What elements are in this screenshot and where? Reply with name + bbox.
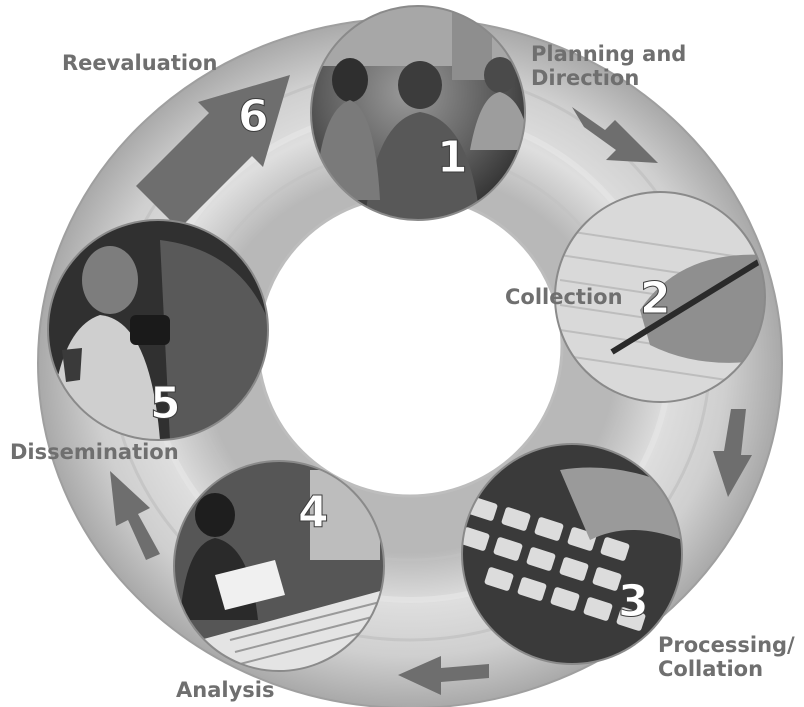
stage-4-photo — [173, 460, 385, 672]
label-processing-line2: Collation — [658, 657, 764, 681]
stage-number-2: 2 — [640, 273, 671, 324]
label-dissemination-text: Dissemination — [10, 440, 179, 464]
arrow-4-to-5 — [110, 471, 160, 560]
arrow-2-to-3 — [713, 409, 752, 497]
stage-number-5: 5 — [150, 378, 181, 429]
label-analysis: Analysis — [176, 678, 274, 702]
label-processing-collation: Processing/ Collation — [658, 633, 795, 681]
stage-2-photo — [554, 191, 766, 403]
arrow-6-reevaluation — [136, 75, 290, 229]
stage-number-4: 4 — [298, 487, 329, 538]
label-reevaluation: Reevaluation — [62, 51, 217, 75]
label-processing-line1: Processing/ — [658, 633, 795, 657]
stage-number-3: 3 — [618, 576, 649, 627]
stage-1-photo — [310, 5, 526, 221]
arrow-1-to-2 — [572, 107, 658, 163]
label-reevaluation-text: Reevaluation — [62, 51, 218, 75]
label-planning-and-direction: Planning and Direction — [531, 42, 686, 90]
stage-number-6: 6 — [238, 91, 269, 142]
stage-3-photo — [461, 443, 683, 665]
label-dissemination: Dissemination — [10, 440, 179, 464]
arrow-3-to-4 — [398, 656, 489, 695]
label-planning-line1: Planning and — [531, 42, 687, 66]
label-planning-line2: Direction — [531, 66, 640, 90]
label-collection: Collection — [505, 285, 623, 309]
stage-number-1: 1 — [437, 132, 468, 183]
label-collection-text: Collection — [505, 285, 623, 309]
label-analysis-text: Analysis — [176, 678, 275, 702]
